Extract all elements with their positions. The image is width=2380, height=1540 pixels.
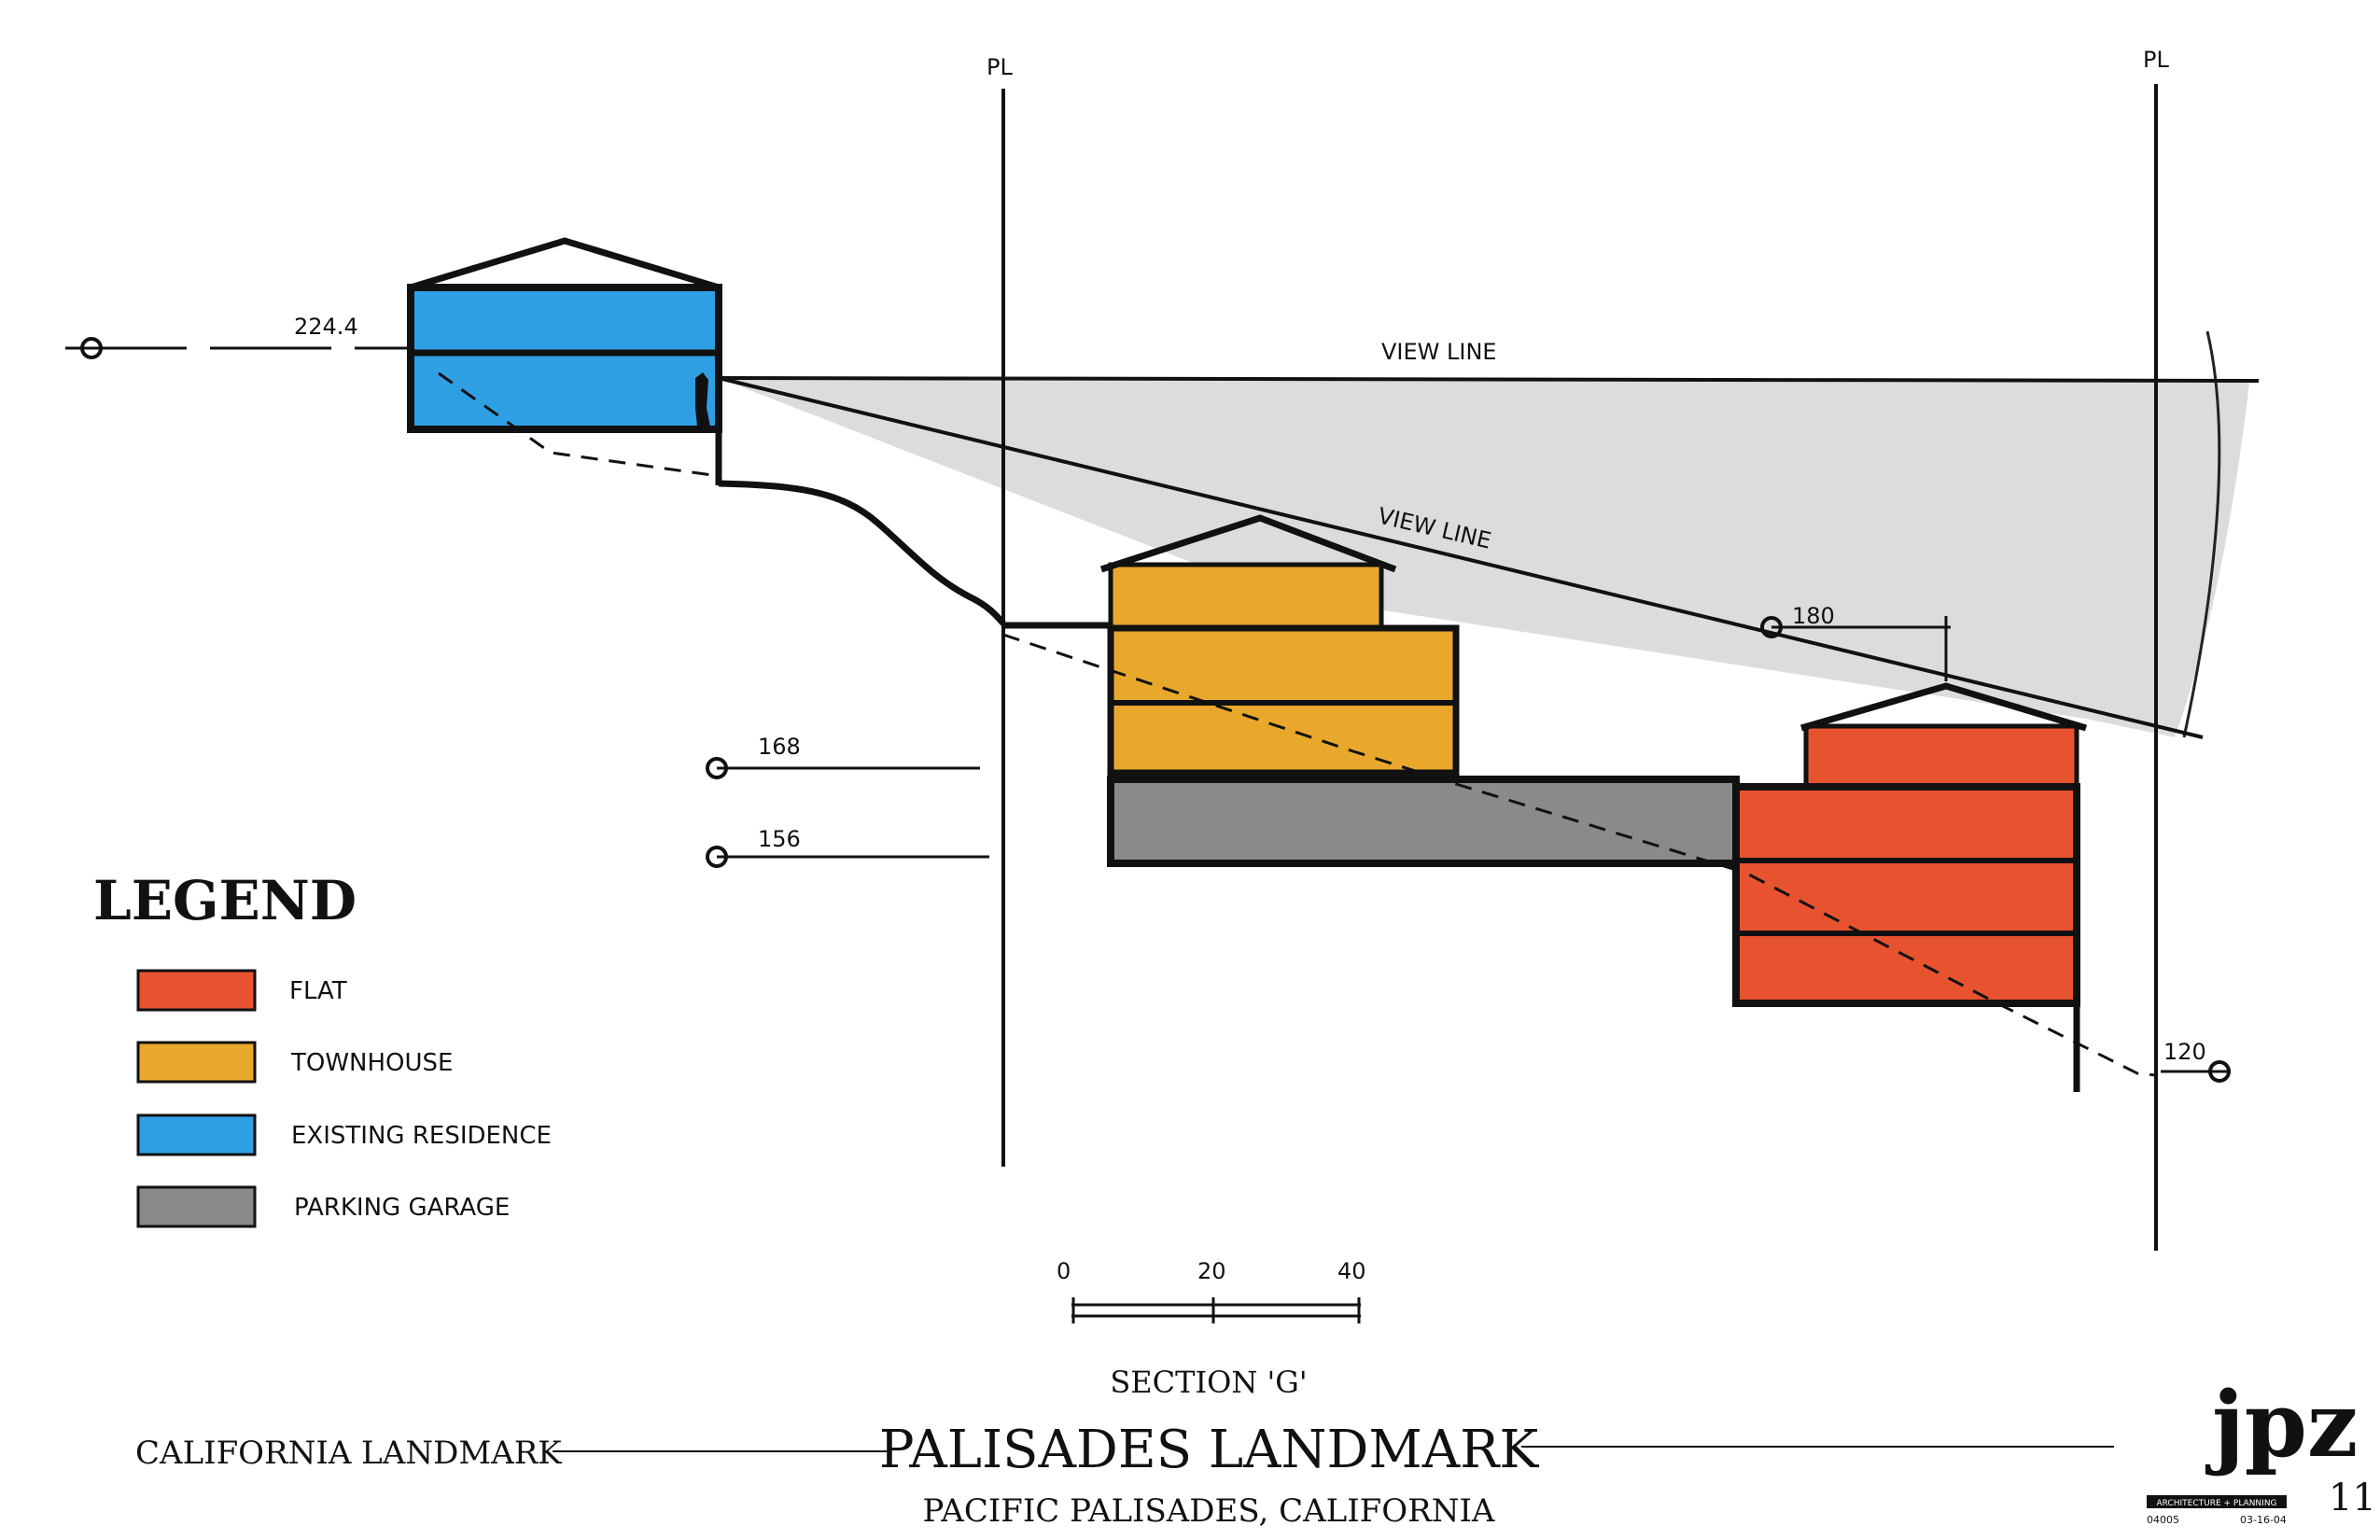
logo-mark: jpz [2205, 1372, 2358, 1477]
parking-garage-block [1107, 776, 1740, 867]
elevation-marker-120: 120 [2161, 1039, 2231, 1083]
legend-label-existing-residence: EXISTING RESIDENCE [291, 1122, 552, 1150]
view-line-lower [718, 376, 2204, 739]
legend-label-parking-garage: PARKING GARAGE [294, 1194, 510, 1222]
sheet-number: 11 [2329, 1477, 2376, 1519]
svg-text:120: 120 [2163, 1039, 2206, 1065]
svg-text:180: 180 [1792, 603, 1835, 629]
project-title: PALISADES LANDMARK [879, 1420, 1540, 1480]
title-block: CALIFORNIA LANDMARK PALISADES LANDMARK P… [135, 1420, 2114, 1530]
logo-tagline: ARCHITECTURE + PLANNING [2156, 1499, 2276, 1508]
legend-swatch-flat [136, 969, 257, 1012]
job-number: 04005 [2147, 1514, 2179, 1526]
townhouse-block [1003, 514, 1460, 777]
view-line-upper [718, 376, 2260, 383]
pl-label-left: PL [987, 54, 1013, 80]
legend: LEGEND FLAT TOWNHOUSE EXISTING RESIDENCE… [93, 869, 552, 1228]
legend-label-flat: FLAT [289, 977, 347, 1005]
section-title: SECTION 'G' [1110, 1365, 1307, 1400]
scale-tick-0: 0 [1057, 1258, 1071, 1284]
legend-swatch-townhouse [136, 1041, 257, 1084]
firm-logo: jpz ARCHITECTURE + PLANNING 04005 03-16-… [2147, 1372, 2358, 1526]
drawing-date: 03-16-04 [2240, 1514, 2287, 1526]
view-cone-edge [2182, 330, 2221, 738]
view-cone [719, 378, 2249, 737]
svg-text:168: 168 [758, 734, 801, 760]
legend-title: LEGEND [93, 869, 357, 932]
elevation-marker-156: 156 [706, 826, 989, 868]
legend-label-townhouse: TOWNHOUSE [290, 1049, 453, 1077]
pl-label-right: PL [2143, 47, 2169, 73]
legend-swatch-parking-garage [136, 1185, 257, 1228]
terrain-line [718, 480, 1006, 626]
elevation-marker-224: 224.4 [65, 314, 411, 359]
view-line-label-upper: VIEW LINE [1381, 339, 1497, 365]
client-name: CALIFORNIA LANDMARK [135, 1435, 562, 1472]
svg-text:224.4: 224.4 [294, 314, 358, 340]
svg-text:156: 156 [758, 826, 801, 852]
graphic-scale: 0 20 40 [1057, 1258, 1366, 1323]
scale-tick-40: 40 [1337, 1258, 1366, 1284]
elevation-marker-180: 180 [1760, 603, 1951, 681]
scale-tick-20: 20 [1197, 1258, 1226, 1284]
flat-block [1732, 682, 2088, 1092]
project-location: PACIFIC PALISADES, CALIFORNIA [923, 1492, 1495, 1530]
legend-swatch-existing-residence [136, 1113, 257, 1156]
proposed-grade-dashed [1002, 633, 2157, 1077]
elevation-marker-168: 168 [706, 734, 980, 779]
existing-residence [407, 237, 722, 485]
